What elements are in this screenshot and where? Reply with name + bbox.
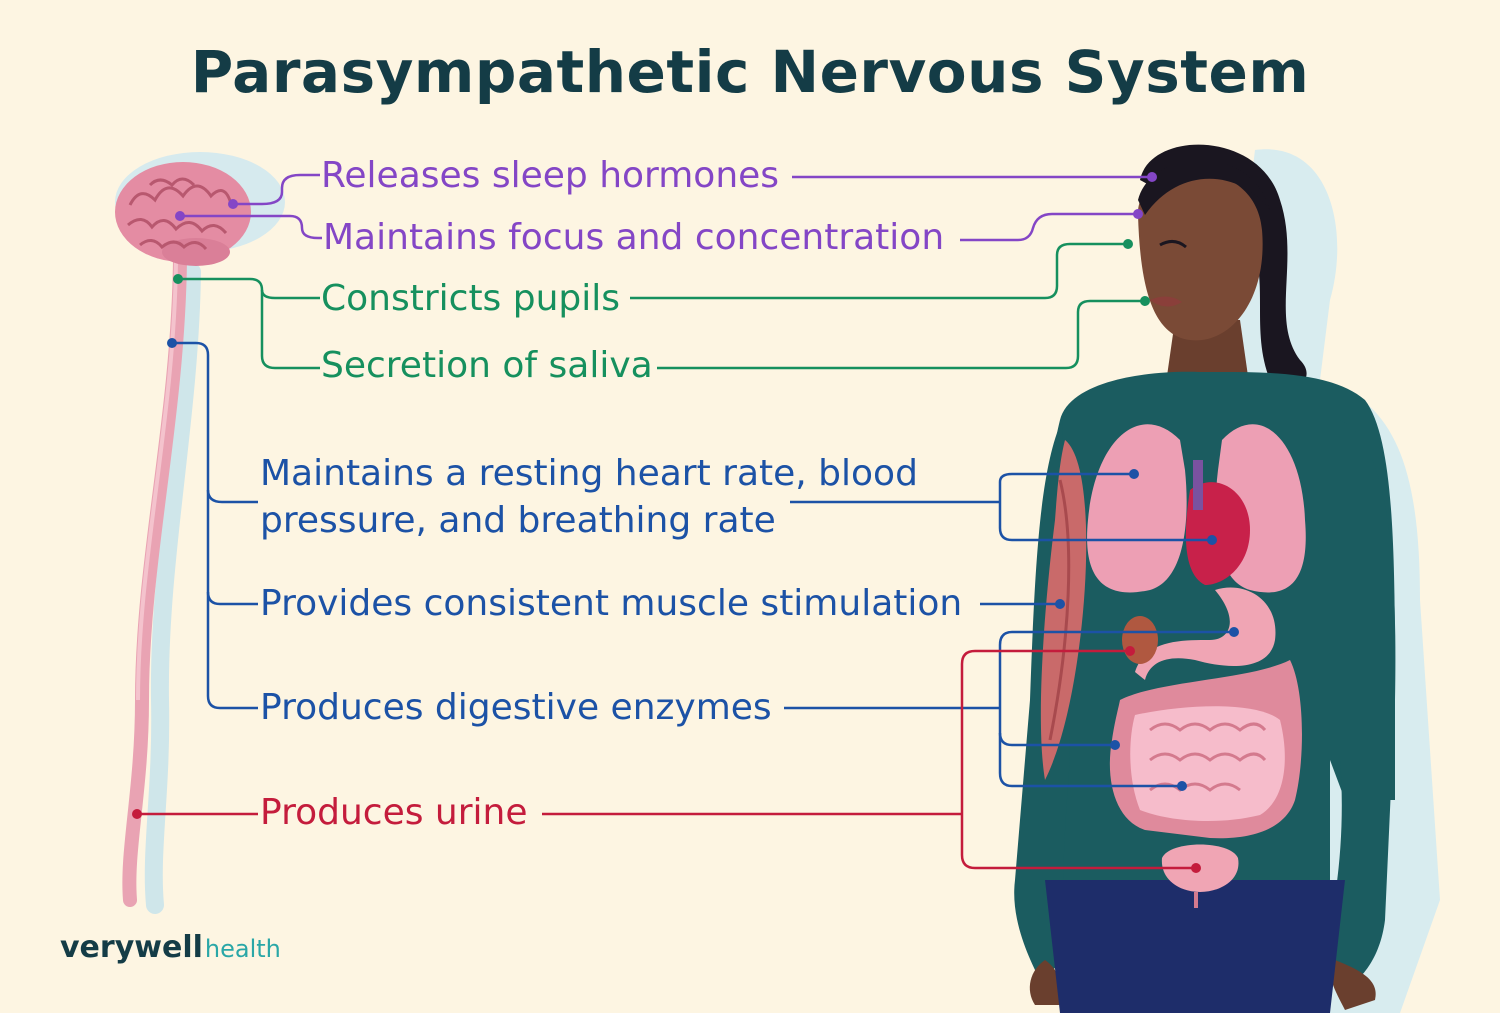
stomach	[1135, 587, 1276, 680]
brain-spinal-cord-illustration	[115, 152, 285, 914]
logo-sub: health	[204, 935, 281, 963]
page-title: Parasympathetic Nervous System	[190, 38, 1310, 106]
label-sleep-hormones: Releases sleep hormones	[321, 155, 780, 196]
left-lung	[1087, 424, 1187, 593]
spinal-cord	[122, 253, 187, 907]
label-produces-urine: Produces urine	[260, 792, 528, 833]
arm-muscle	[1040, 440, 1087, 780]
logo-brand: verywell	[60, 930, 203, 965]
woman-illustration	[1014, 144, 1440, 1013]
brand-logo: verywellhealth	[60, 930, 281, 965]
label-focus-concentration: Maintains focus and concentration	[323, 217, 945, 258]
label-digestive-enzymes: Produces digestive enzymes	[260, 687, 772, 728]
label-muscle-stimulation: Provides consistent muscle stimulation	[260, 583, 963, 624]
connector-lines	[137, 173, 1234, 870]
label-secretion-saliva: Secretion of saliva	[321, 345, 653, 386]
connector-dots	[132, 172, 1239, 873]
label-heart-rate-line2: pressure, and breathing rate	[260, 500, 776, 541]
small-intestine	[1130, 706, 1285, 822]
label-heart-rate-line1: Maintains a resting heart rate, blood	[260, 453, 918, 494]
label-constricts-pupils: Constricts pupils	[321, 278, 621, 319]
